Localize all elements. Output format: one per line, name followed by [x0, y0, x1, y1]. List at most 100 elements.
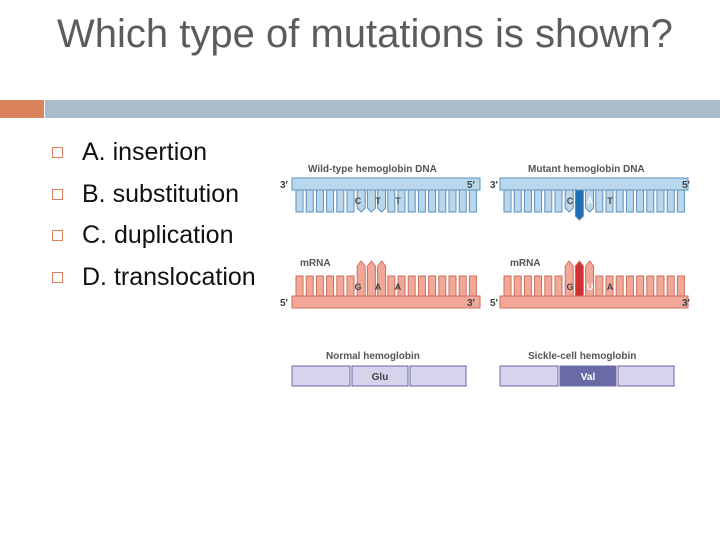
dna-base-tooth — [595, 189, 604, 213]
mrna-base-tooth — [428, 275, 437, 297]
mutant-mrna-base: A — [607, 282, 614, 292]
option-label: A. insertion — [82, 138, 208, 167]
dna-backbone — [499, 177, 689, 191]
wild-dna-base: T — [395, 196, 401, 206]
mrna-base-tooth — [295, 275, 304, 297]
dna-base-tooth — [666, 189, 675, 213]
mutant-protein-label: Sickle-cell hemoglobin — [528, 351, 636, 362]
dna-base-tooth — [407, 189, 416, 213]
mrna-base-tooth — [666, 275, 675, 297]
mrna-base-tooth — [554, 275, 563, 297]
mrna-base-tooth — [656, 275, 665, 297]
wild-mrna-5-end: 5′ — [280, 298, 289, 309]
amino-acid-block — [291, 365, 351, 387]
option-b[interactable]: B. substitution — [52, 174, 256, 216]
wild-dna-strand — [291, 177, 481, 213]
dna-base-tooth — [295, 189, 304, 213]
amino-acid-block — [617, 365, 675, 387]
dna-base-mutated — [574, 189, 584, 221]
dna-base-tooth — [397, 189, 406, 213]
mrna-backbone — [291, 295, 481, 309]
mrna-base-tooth — [336, 275, 345, 297]
dna-base-tooth — [326, 189, 335, 213]
amino-acid-block — [409, 365, 467, 387]
answer-options: A. insertion B. substitution C. duplicat… — [52, 132, 256, 298]
option-label: C. duplication — [82, 221, 234, 250]
mutant-mrna-strand — [499, 260, 689, 309]
dna-base-tooth — [523, 189, 532, 213]
mutant-dna-label: Mutant hemoglobin DNA — [528, 164, 645, 175]
wild-dna-3-end: 3′ — [280, 180, 289, 191]
dna-backbone — [291, 177, 481, 191]
mrna-base-tooth — [377, 260, 387, 297]
mrna-base-tooth — [503, 275, 512, 297]
dna-base-tooth — [458, 189, 467, 213]
amino-acid-block — [499, 365, 559, 387]
mutant-mrna-base-highlighted: U — [587, 282, 594, 292]
mrna-base-tooth — [534, 275, 543, 297]
dna-base-tooth — [585, 189, 595, 213]
mutant-dna-strand — [499, 177, 689, 221]
dna-base-tooth — [564, 189, 574, 213]
wild-dna-base: T — [375, 196, 381, 206]
mrna-base-tooth — [585, 260, 595, 297]
dna-base-tooth — [656, 189, 665, 213]
mutant-dna-base-highlighted: A — [587, 196, 594, 206]
dna-base-tooth — [605, 189, 614, 213]
dna-base-tooth — [315, 189, 324, 213]
wild-mrna-3-end: 3′ — [467, 298, 476, 309]
option-label: B. substitution — [82, 179, 240, 208]
mrna-base-tooth — [636, 275, 645, 297]
mutant-mrna-base: G — [566, 282, 573, 292]
wild-mrna-label: mRNA — [300, 258, 331, 269]
mrna-base-tooth — [564, 260, 574, 297]
dna-base-tooth — [305, 189, 314, 213]
wild-protein-label: Normal hemoglobin — [326, 351, 420, 362]
dna-base-tooth — [346, 189, 355, 213]
title-divider-bar — [45, 100, 720, 118]
mrna-base-tooth — [458, 275, 467, 297]
square-bullet-icon — [52, 271, 63, 283]
mrna-base-tooth — [387, 275, 396, 297]
option-c[interactable]: C. duplication — [52, 215, 256, 257]
mrna-base-tooth — [615, 275, 624, 297]
dna-base-tooth — [554, 189, 563, 213]
dna-base-tooth — [513, 189, 522, 213]
option-label: D. translocation — [82, 262, 256, 291]
dna-base-tooth — [534, 189, 543, 213]
dna-base-tooth — [676, 189, 685, 213]
mrna-base-tooth — [407, 275, 416, 297]
mutant-protein-chain: Val — [499, 365, 675, 387]
mrna-base-tooth — [448, 275, 457, 297]
dna-base-tooth — [438, 189, 447, 213]
mrna-base-tooth — [397, 275, 406, 297]
dna-base-tooth — [356, 189, 366, 213]
mrna-base-tooth — [305, 275, 314, 297]
mrna-base-tooth — [356, 260, 366, 297]
mrna-base-tooth — [468, 275, 477, 297]
square-bullet-icon — [52, 230, 63, 242]
dna-base-tooth — [336, 189, 345, 213]
dna-base-tooth — [387, 189, 396, 213]
mrna-base-tooth — [523, 275, 532, 297]
option-d[interactable]: D. translocation — [52, 257, 256, 299]
mrna-base-tooth — [595, 275, 604, 297]
dna-base-tooth — [646, 189, 655, 213]
mrna-base-tooth — [417, 275, 426, 297]
mrna-base-tooth — [625, 275, 634, 297]
mrna-base-tooth — [646, 275, 655, 297]
mutation-diagram: Wild-type hemoglobin DNA Mutant hemoglob… — [280, 164, 691, 387]
wild-dna-5-end: 5′ — [467, 180, 476, 191]
wild-amino-acid: Glu — [372, 372, 389, 383]
mrna-base-mutated — [574, 260, 584, 297]
dna-base-tooth — [625, 189, 634, 213]
option-a[interactable]: A. insertion — [52, 132, 256, 174]
wild-mrna-base: A — [375, 282, 382, 292]
mrna-base-tooth — [326, 275, 335, 297]
slide-title: Which type of mutations is shown? — [57, 12, 673, 56]
square-bullet-icon — [52, 147, 63, 159]
mutant-dna-base: T — [607, 196, 613, 206]
mrna-base-tooth — [315, 275, 324, 297]
wild-protein-chain: Glu — [291, 365, 467, 387]
dna-base-tooth — [503, 189, 512, 213]
